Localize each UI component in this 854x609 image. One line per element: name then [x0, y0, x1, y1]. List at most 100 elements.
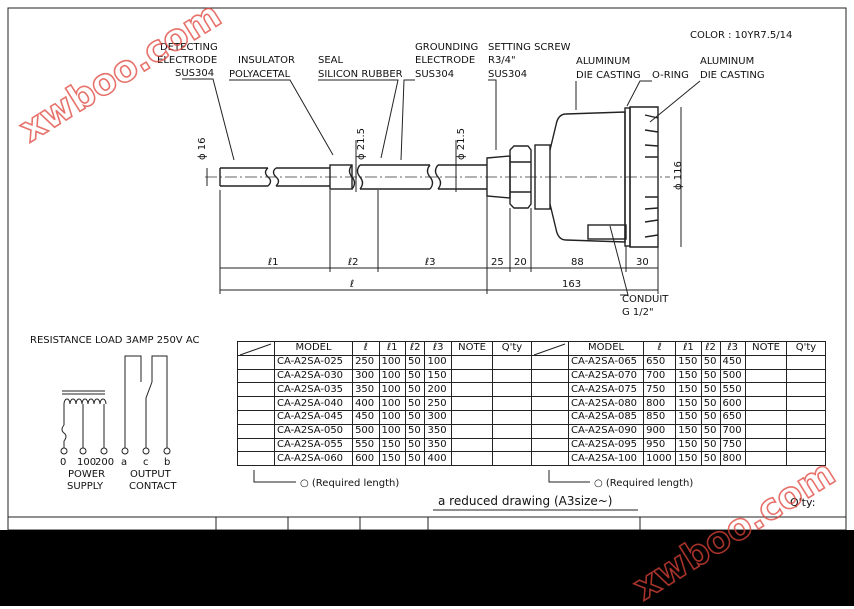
- value-cell: 450: [719, 354, 746, 370]
- qty-cell[interactable]: [786, 451, 826, 467]
- col-note: NOTE: [745, 341, 787, 356]
- note-cell[interactable]: [451, 423, 493, 439]
- dim-20: 20: [514, 257, 527, 268]
- label-seal: SEAL SILICON RUBBER: [318, 55, 403, 80]
- svg-text:SUS304: SUS304: [175, 68, 214, 79]
- model-cell: CA-A2SA-040: [273, 396, 354, 411]
- note-cell[interactable]: [745, 451, 787, 467]
- qty-cell[interactable]: [492, 451, 532, 467]
- value-cell: 550: [352, 437, 380, 453]
- qty-cell[interactable]: [786, 354, 826, 370]
- qty-cell[interactable]: [492, 423, 532, 439]
- svg-text:SEAL: SEAL: [318, 55, 344, 66]
- value-cell: 150: [378, 451, 407, 467]
- model-cell: CA-A2SA-025: [273, 354, 354, 370]
- value-cell: 800: [719, 451, 746, 467]
- dim-d16: ϕ 16: [197, 138, 208, 161]
- label-aluminum-die-casting-housing: ALUMINUM DIE CASTING: [576, 56, 641, 81]
- model-cell: CA-A2SA-090: [567, 423, 645, 439]
- svg-text:SUS304: SUS304: [488, 69, 527, 80]
- diameter-dimension-lines: [206, 107, 682, 247]
- note-cell[interactable]: [745, 437, 787, 453]
- qty-cell[interactable]: [492, 396, 532, 411]
- col-l3: ℓ3: [424, 341, 452, 356]
- col-model: MODEL: [567, 341, 645, 356]
- note-cell[interactable]: [451, 382, 493, 398]
- value-cell: 50: [700, 354, 721, 370]
- note-cell[interactable]: [451, 354, 493, 370]
- label-setting-screw: SETTING SCREW R3/4" SUS304: [488, 42, 571, 80]
- svg-text:ELECTRODE: ELECTRODE: [157, 55, 217, 66]
- value-cell: 150: [378, 437, 407, 453]
- qty-cell[interactable]: [786, 409, 826, 425]
- svg-text:DETECTING: DETECTING: [160, 42, 218, 53]
- qty-cell[interactable]: [492, 382, 532, 398]
- qty-cell[interactable]: [786, 437, 826, 453]
- note-cell[interactable]: [745, 409, 787, 425]
- note-cell[interactable]: [745, 354, 787, 370]
- value-cell: 750: [643, 382, 677, 398]
- svg-text:SETTING SCREW: SETTING SCREW: [488, 42, 571, 53]
- table-corner: [237, 341, 275, 356]
- model-cell: CA-A2SA-075: [567, 382, 645, 398]
- value-cell: 50: [404, 396, 426, 411]
- note-cell[interactable]: [745, 382, 787, 398]
- value-cell: 800: [643, 396, 677, 411]
- row-blank-cell: [237, 423, 275, 439]
- note-cell[interactable]: [451, 437, 493, 453]
- terminal-100: 100: [77, 457, 96, 468]
- label-grounding-electrode: GROUNDING ELECTRODE SUS304: [415, 42, 478, 80]
- model-cell: CA-A2SA-095: [567, 437, 645, 453]
- row-blank-cell: [237, 368, 275, 384]
- qty-cell[interactable]: [492, 409, 532, 425]
- value-cell: 600: [719, 396, 746, 411]
- dim-d21-5-electrode: ϕ 21.5: [456, 128, 467, 160]
- model-cell: CA-A2SA-045: [273, 409, 354, 425]
- qty-cell[interactable]: [492, 437, 532, 453]
- note-cell[interactable]: [451, 396, 493, 411]
- row-blank-cell: [237, 354, 275, 370]
- label-o-ring: O-RING: [652, 70, 689, 81]
- dim-163: 163: [562, 279, 581, 290]
- svg-text:ALUMINUM: ALUMINUM: [576, 56, 630, 67]
- qty-cell[interactable]: [786, 423, 826, 439]
- terminal-200: 200: [95, 457, 114, 468]
- note-cell[interactable]: [745, 368, 787, 384]
- row-blank-cell: [237, 451, 275, 467]
- note-cell[interactable]: [745, 396, 787, 411]
- value-cell: 350: [352, 382, 380, 398]
- value-cell: 400: [352, 396, 380, 411]
- model-cell: CA-A2SA-055: [273, 437, 354, 453]
- value-cell: 50: [404, 451, 426, 467]
- value-cell: 150: [675, 437, 702, 453]
- value-cell: 700: [643, 368, 677, 384]
- qty-cell[interactable]: [786, 396, 826, 411]
- qty-cell[interactable]: [786, 382, 826, 398]
- value-cell: 150: [675, 368, 702, 384]
- row-blank-cell: [531, 437, 569, 453]
- output-contact-label-2: CONTACT: [129, 481, 177, 492]
- label-detecting-electrode: DETECTING ELECTRODE SUS304: [157, 42, 218, 79]
- note-cell[interactable]: [745, 423, 787, 439]
- value-cell: 750: [719, 437, 746, 453]
- col-l3: ℓ3: [719, 341, 746, 356]
- qty-cell[interactable]: [786, 368, 826, 384]
- value-cell: 100: [378, 354, 407, 370]
- label-conduit: CONDUIT: [622, 294, 669, 305]
- qty-cell[interactable]: [492, 354, 532, 370]
- note-cell[interactable]: [451, 368, 493, 384]
- qty-cell[interactable]: [492, 368, 532, 384]
- col-l: ℓ: [352, 341, 380, 356]
- value-cell: 150: [675, 409, 702, 425]
- note-cell[interactable]: [451, 409, 493, 425]
- model-cell: CA-A2SA-100: [567, 451, 645, 467]
- note-cell[interactable]: [451, 451, 493, 467]
- value-cell: 550: [719, 382, 746, 398]
- value-cell: 50: [404, 382, 426, 398]
- value-cell: 350: [424, 423, 452, 439]
